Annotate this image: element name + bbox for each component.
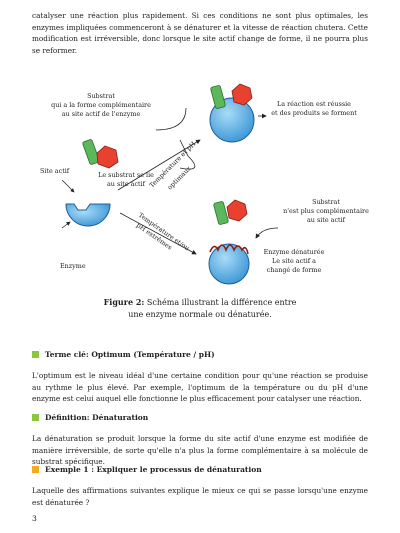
section-heading-denaturation: Définition: Dénaturation <box>32 413 148 422</box>
section-heading-exemple: Exemple 1 : Expliquer le processus de dé… <box>32 465 262 474</box>
substrate-red-shape-2 <box>226 199 248 222</box>
normal-enzyme <box>65 139 119 227</box>
label-substrat-right-3: au site actif <box>307 216 346 224</box>
caption-line2: une enzyme normale ou dénaturée. <box>128 310 272 319</box>
label-substrat-top-2: qui a la forme complémentaire <box>51 101 151 109</box>
label-site-actif: Site actif <box>40 167 70 175</box>
label-reaction: La réaction est réussie <box>277 100 351 108</box>
label-denature-2: Le site actif a <box>272 257 316 265</box>
label-substrat-right: Substrat <box>312 198 340 206</box>
label-substrat-right-2: n'est plus complémentaire <box>283 207 369 215</box>
section-body-exemple: Laquelle des affirmations suivantes expl… <box>32 486 368 507</box>
substrate-red-shape <box>96 145 119 169</box>
label-substrat-top-3: au site actif de l'enzyme <box>62 110 141 118</box>
page-number: 3 <box>32 514 37 523</box>
label-denature-3: changé de forme <box>267 266 322 274</box>
label-substrat-top: Substrat <box>87 92 115 100</box>
enzyme-denaturation-diagram: Substrat qui a la forme complémentaire a… <box>40 83 369 285</box>
substrate-green-shape <box>82 139 100 165</box>
label-enzyme: Enzyme <box>60 262 86 270</box>
green-square-icon <box>32 351 39 358</box>
label-denature: Enzyme dénaturée <box>264 248 325 256</box>
orange-square-icon <box>32 466 39 473</box>
section-heading-optimum: Terme clé: Optimum (Température / pH) <box>32 350 215 359</box>
product-green-shape <box>210 85 226 109</box>
caption-line1: Schéma illustrant la différence entre <box>144 298 297 307</box>
label-reaction-2: et des produits se forment <box>271 109 357 117</box>
substrate-green-shape-2 <box>213 201 229 225</box>
section-body-optimum: L'optimum est le niveau idéal d'une cert… <box>32 371 368 403</box>
figure-caption: Figure 2: Schéma illustrant la différenc… <box>0 296 400 321</box>
enzyme-with-products <box>209 83 255 143</box>
caption-label: Figure 2: <box>103 297 145 307</box>
label-lie-2: au site actif <box>107 180 146 188</box>
green-square-icon <box>32 414 39 421</box>
intro-paragraph: catalyser une réaction plus rapidement. … <box>32 11 368 55</box>
section-body-denaturation: La dénaturation se produit lorsque la fo… <box>32 434 368 466</box>
product-red-shape <box>231 83 253 106</box>
label-lie: Le substrat se lie <box>98 171 154 179</box>
denatured-enzyme <box>208 199 250 285</box>
